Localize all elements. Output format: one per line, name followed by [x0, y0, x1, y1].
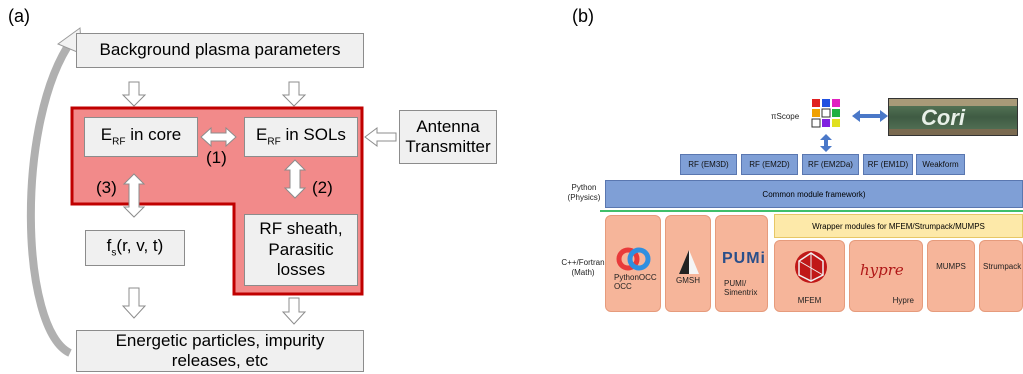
module-pumi: PUMi PUMI/ Simentrix: [715, 215, 768, 312]
hypre-label: Hypre: [892, 295, 914, 305]
link-label-3: (3): [96, 178, 117, 197]
python-label: Python (Physics): [567, 183, 601, 202]
pythonocc-label: PythonOCC OCC: [614, 272, 657, 291]
down-arrow-sheath-to-energetic: [281, 297, 307, 325]
layer-divider: [600, 210, 1023, 212]
erf-sols-box: ERF in SOLs: [244, 117, 358, 157]
fs-text: fs(r, v, t): [106, 236, 164, 259]
background-plasma-text: Background plasma parameters: [99, 40, 341, 60]
tab-weakform: Weakform: [916, 154, 965, 175]
module-hypre: hypre Hypre: [849, 240, 923, 312]
double-arrow-1: [200, 126, 237, 148]
rf-sheath-box: RF sheath, Parasitic losses: [244, 214, 358, 286]
cpp-label: C++/Fortran (Math): [561, 258, 605, 277]
cori-text: Cori: [921, 105, 965, 130]
down-arrow-to-core: [121, 81, 147, 107]
gmsh-logo-icon: [679, 250, 699, 274]
module-gmsh: GMSH: [665, 215, 711, 312]
link-label-2: (2): [312, 178, 333, 197]
piscope-label: πScope: [771, 112, 800, 121]
panel-a-label: (a): [8, 6, 30, 26]
erf-core-box: ERF in core: [84, 117, 198, 157]
module-strumpack: Strumpack: [979, 240, 1023, 312]
module-mumps: MUMPS: [927, 240, 975, 312]
rf-sheath-line-3: losses: [276, 260, 326, 280]
tab-rf-em2da: RF (EM2Da): [802, 154, 859, 175]
rf-sheath-line-1: RF sheath,: [259, 219, 343, 239]
gmsh-label: GMSH: [676, 275, 700, 285]
antenna-line-1: Antenna: [416, 116, 480, 136]
tab-rf-em1d: RF (EM1D): [863, 154, 913, 175]
energetic-line-2: releases, etc: [171, 351, 269, 370]
tab-rf-em2d: RF (EM2D): [741, 154, 798, 175]
hypre-logo: hypre: [860, 261, 904, 279]
energetic-box: Energetic particles, impurity releases, …: [76, 330, 364, 372]
strumpack-label: Strumpack: [983, 261, 1022, 271]
down-arrow-to-sols: [281, 81, 307, 107]
antenna-box: Antenna Transmitter: [399, 110, 497, 164]
module-pythonocc: PythonOCC OCC: [605, 215, 661, 312]
double-arrow-2: [283, 159, 307, 199]
pythonocc-logo-icon: [616, 247, 651, 271]
pumi-logo: PUMi: [722, 250, 766, 267]
link-label-1: (1): [206, 148, 227, 167]
erf-core-text: ERF in core: [100, 125, 182, 148]
piscope-arrows: [820, 110, 888, 152]
common-framework-bar: Common module framework): [605, 180, 1023, 208]
background-plasma-box: Background plasma parameters: [76, 33, 364, 68]
double-arrow-3: [122, 173, 146, 218]
mfem-label: MFEM: [797, 295, 822, 305]
down-arrow-fs-to-energetic: [121, 287, 147, 319]
cori-image: Cori: [888, 98, 1018, 136]
feedback-arrow: [26, 37, 76, 357]
piscope-logo-icon: [811, 99, 840, 128]
mfem-logo-icon: [795, 251, 827, 283]
mumps-label: MUMPS: [936, 261, 966, 271]
energetic-line-1: Energetic particles, impurity: [115, 330, 325, 350]
pumi-label: PUMI/ Simentrix: [724, 278, 758, 297]
fs-box: fs(r, v, t): [85, 230, 185, 266]
panel-b-label: (b): [572, 6, 594, 26]
module-mfem: MFEM: [774, 240, 845, 312]
erf-sols-text: ERF in SOLs: [256, 125, 346, 148]
antenna-line-2: Transmitter: [405, 137, 491, 156]
arrow-from-antenna: [364, 127, 397, 147]
rf-sheath-line-2: Parasitic: [268, 239, 334, 259]
tab-rf-em3d: RF (EM3D): [680, 154, 737, 175]
wrapper-modules-bar: Wrapper modules for MFEM/Strumpack/MUMPS: [774, 214, 1023, 238]
